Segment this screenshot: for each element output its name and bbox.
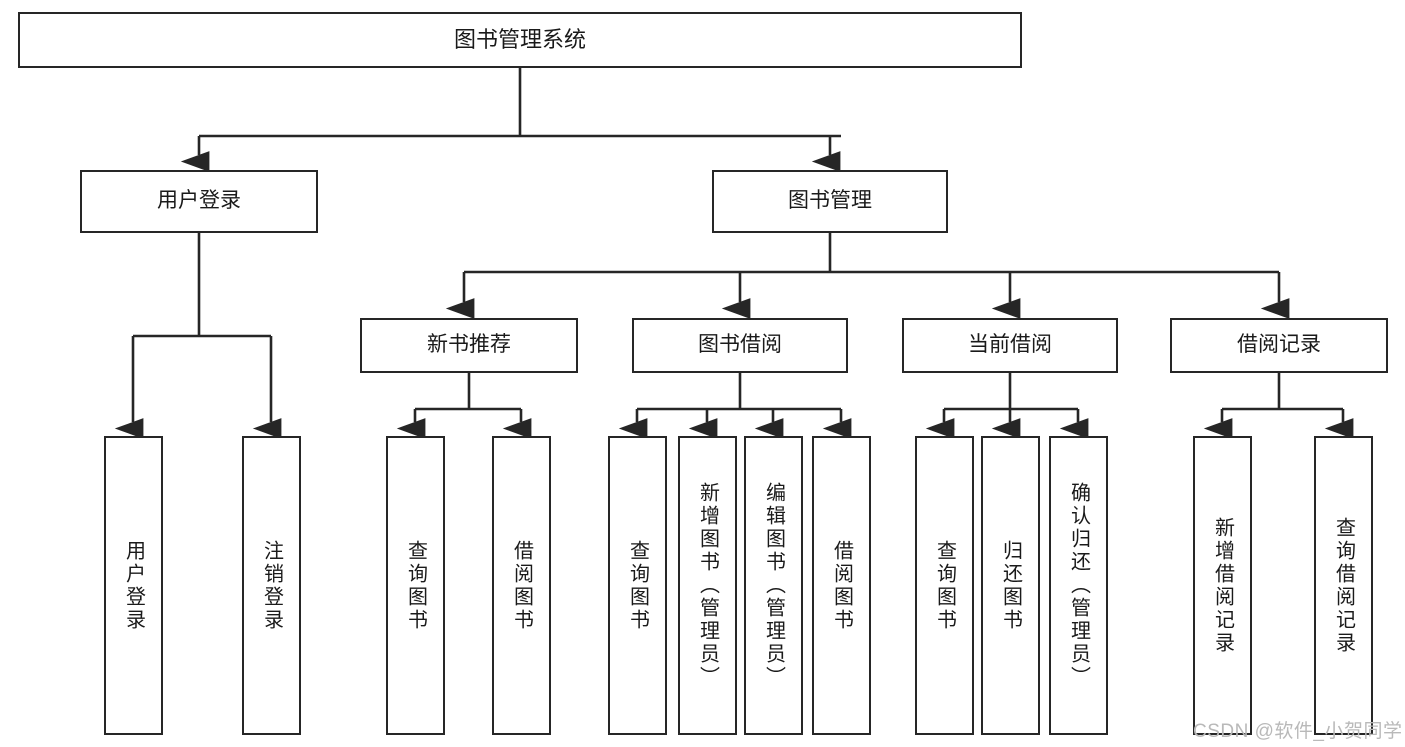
node-label: 查询图书: [933, 539, 956, 632]
node-label: 图书管理: [788, 189, 872, 213]
node-current-borrow[interactable]: 当前借阅: [902, 318, 1118, 373]
leaf-query-book-current[interactable]: 查询图书: [915, 436, 974, 735]
node-new-book-recommend[interactable]: 新书推荐: [360, 318, 578, 373]
node-label: 借阅图书: [510, 539, 533, 632]
node-label: 确认归还（管理员）: [1067, 482, 1090, 689]
leaf-confirm-return-admin[interactable]: 确认归还（管理员）: [1049, 436, 1108, 735]
leaf-borrow-book-recommend[interactable]: 借阅图书: [492, 436, 551, 735]
node-label: 新增图书（管理员）: [696, 482, 719, 689]
node-root-book-management-system[interactable]: 图书管理系统: [18, 12, 1022, 68]
leaf-add-book-admin[interactable]: 新增图书（管理员）: [678, 436, 737, 735]
node-user-login[interactable]: 用户登录: [80, 170, 318, 233]
node-book-borrow[interactable]: 图书借阅: [632, 318, 848, 373]
leaf-query-book-borrow[interactable]: 查询图书: [608, 436, 667, 735]
leaf-user-login[interactable]: 用户登录: [104, 436, 163, 735]
node-label: 新增借阅记录: [1211, 516, 1234, 655]
leaf-borrow-book[interactable]: 借阅图书: [812, 436, 871, 735]
leaf-edit-book-admin[interactable]: 编辑图书（管理员）: [744, 436, 803, 735]
node-label: 归还图书: [999, 539, 1022, 632]
leaf-return-book[interactable]: 归还图书: [981, 436, 1040, 735]
node-label: 用户登录: [157, 189, 241, 213]
node-label: 图书管理系统: [453, 27, 586, 53]
node-label: 注销登录: [260, 539, 283, 632]
node-label: 借阅记录: [1237, 333, 1321, 357]
node-label: 新书推荐: [427, 333, 511, 357]
node-label: 借阅图书: [830, 539, 853, 632]
node-label: 用户登录: [122, 539, 145, 632]
leaf-user-logout[interactable]: 注销登录: [242, 436, 301, 735]
leaf-query-borrow-record[interactable]: 查询借阅记录: [1314, 436, 1373, 735]
node-label: 查询图书: [404, 539, 427, 632]
node-label: 编辑图书（管理员）: [762, 482, 785, 689]
node-label: 查询借阅记录: [1332, 516, 1355, 655]
node-borrow-record[interactable]: 借阅记录: [1170, 318, 1388, 373]
leaf-add-borrow-record[interactable]: 新增借阅记录: [1193, 436, 1252, 735]
node-label: 当前借阅: [968, 333, 1052, 357]
node-label: 图书借阅: [698, 333, 782, 357]
leaf-query-book-recommend[interactable]: 查询图书: [386, 436, 445, 735]
node-book-management[interactable]: 图书管理: [712, 170, 948, 233]
node-label: 查询图书: [626, 539, 649, 632]
